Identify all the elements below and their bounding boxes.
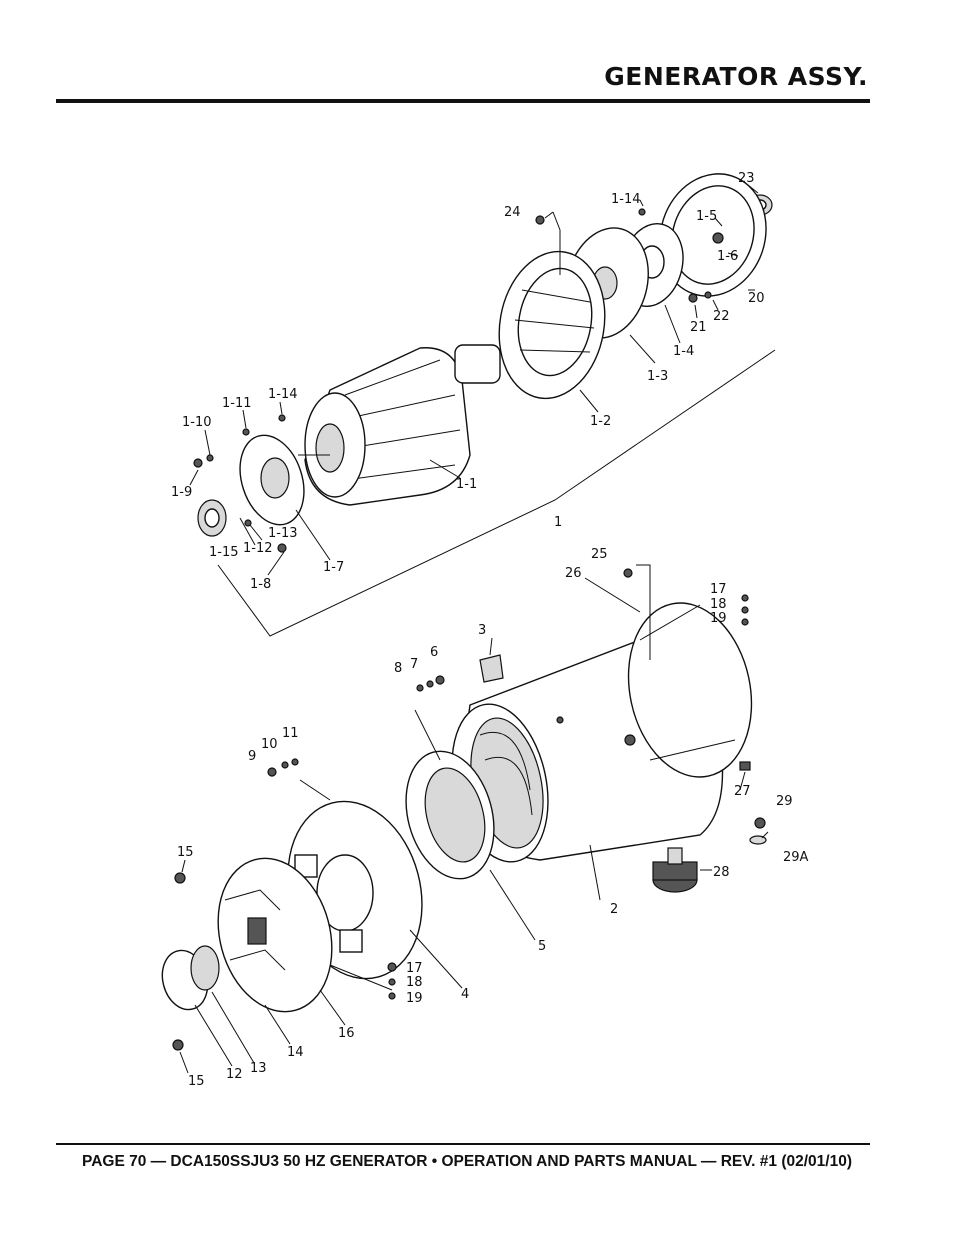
callout-19-lower: 19 bbox=[406, 991, 423, 1006]
callout-13: 13 bbox=[250, 1061, 267, 1076]
callout-4: 4 bbox=[461, 987, 469, 1002]
callout-8: 8 bbox=[394, 661, 402, 676]
callout-19-upper: 19 bbox=[710, 611, 727, 626]
callout-labels: 23 24 1-14 1-5 1-6 20 21 22 1-4 1-3 1-2 … bbox=[171, 171, 809, 1089]
callout-28: 28 bbox=[713, 865, 730, 880]
stator-assembly bbox=[161, 564, 769, 1074]
callout-1-12: 1-12 bbox=[243, 541, 273, 556]
callout-1-14-upper: 1-14 bbox=[611, 192, 641, 207]
callout-17-lower: 17 bbox=[406, 961, 423, 976]
callout-22: 22 bbox=[713, 309, 730, 324]
callout-1-2: 1-2 bbox=[590, 414, 611, 429]
footer-rule bbox=[56, 1143, 870, 1145]
callout-9: 9 bbox=[248, 749, 256, 764]
callout-18-lower: 18 bbox=[406, 975, 423, 990]
callout-1-1: 1-1 bbox=[456, 477, 477, 492]
callout-5: 5 bbox=[538, 939, 546, 954]
callout-1-14-lower: 1-14 bbox=[268, 387, 298, 402]
callout-3: 3 bbox=[478, 623, 486, 638]
callout-25: 25 bbox=[591, 547, 608, 562]
callout-1-9: 1-9 bbox=[171, 485, 192, 500]
callout-1-15: 1-15 bbox=[209, 545, 239, 560]
page-title: GENERATOR ASSY. bbox=[604, 62, 868, 91]
callout-1-6: 1-6 bbox=[717, 249, 738, 264]
callout-1-7: 1-7 bbox=[323, 560, 344, 575]
callout-18-upper: 18 bbox=[710, 597, 727, 612]
callout-14: 14 bbox=[287, 1045, 304, 1060]
callout-7: 7 bbox=[410, 657, 418, 672]
callout-1-5: 1-5 bbox=[696, 209, 717, 224]
callout-1-11: 1-11 bbox=[222, 396, 252, 411]
callout-15-lower: 15 bbox=[188, 1074, 205, 1089]
callout-1-3: 1-3 bbox=[647, 369, 668, 384]
callout-15-upper: 15 bbox=[177, 845, 194, 860]
callout-1-8: 1-8 bbox=[250, 577, 271, 592]
callout-10: 10 bbox=[261, 737, 278, 752]
callout-21: 21 bbox=[690, 320, 707, 335]
header-rule bbox=[56, 99, 870, 103]
callout-23: 23 bbox=[738, 171, 755, 186]
callout-1-10: 1-10 bbox=[182, 415, 212, 430]
callout-16: 16 bbox=[338, 1026, 355, 1041]
callout-6: 6 bbox=[430, 645, 438, 660]
callout-29: 29 bbox=[776, 794, 793, 809]
page-footer: PAGE 70 — DCA150SSJU3 50 HZ GENERATOR • … bbox=[82, 1153, 853, 1170]
callout-27: 27 bbox=[734, 784, 751, 799]
callout-1: 1 bbox=[554, 515, 562, 530]
callout-2: 2 bbox=[610, 902, 618, 917]
callout-11: 11 bbox=[282, 726, 299, 741]
callout-1-4: 1-4 bbox=[673, 344, 694, 359]
callout-17-upper: 17 bbox=[710, 582, 727, 597]
callout-12: 12 bbox=[226, 1067, 243, 1082]
callout-1-13: 1-13 bbox=[268, 526, 298, 541]
callout-24: 24 bbox=[504, 205, 521, 220]
callout-26: 26 bbox=[565, 566, 582, 581]
rotor-assembly bbox=[189, 173, 776, 637]
callout-20: 20 bbox=[748, 291, 765, 306]
callout-29a: 29A bbox=[783, 850, 809, 865]
